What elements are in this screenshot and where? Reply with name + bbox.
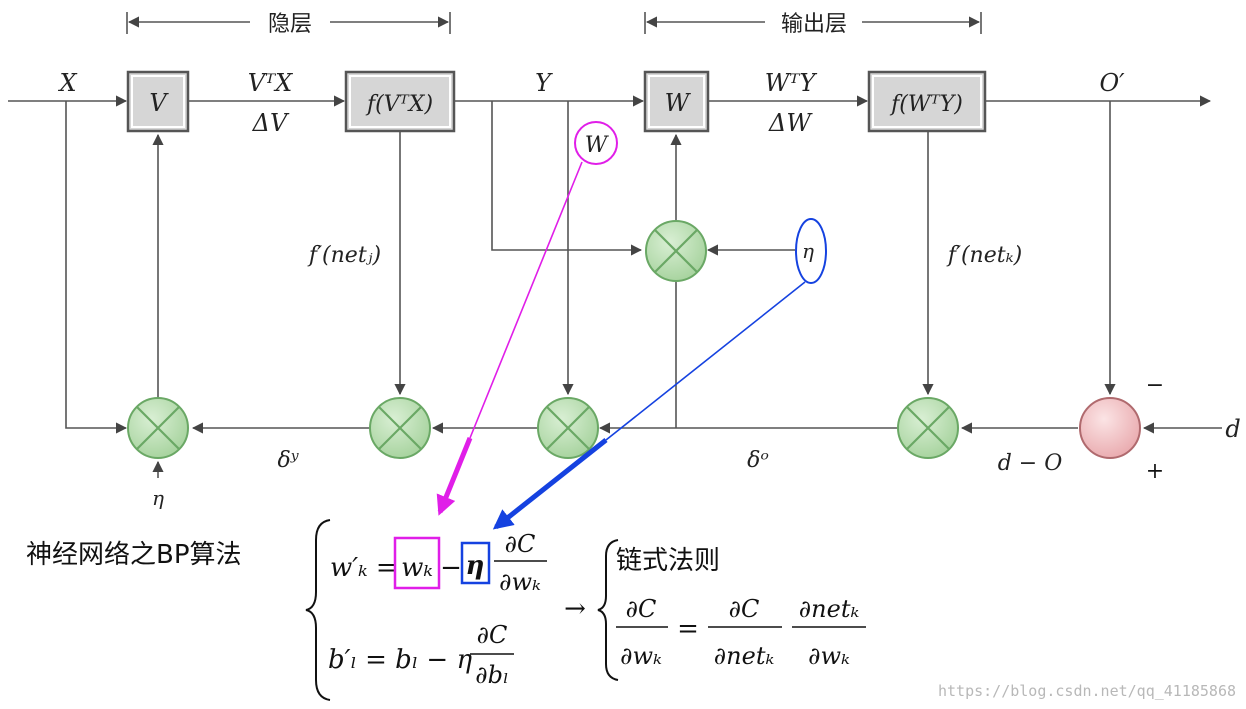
signal-eta-bottom: η xyxy=(152,486,164,510)
eta-highlight-box xyxy=(460,541,491,585)
signal-delta-o: δᵒ xyxy=(747,448,769,473)
chain-brace xyxy=(597,539,619,681)
formula-dbl: ∂bₗ xyxy=(475,661,509,689)
hidden-layer-bracket: 隐层 xyxy=(126,12,451,37)
left-brace xyxy=(305,519,331,701)
multiplier-2 xyxy=(369,397,431,459)
feedback-path xyxy=(65,101,1222,478)
derivative-output: f′(netₖ) xyxy=(946,243,1022,268)
formula-title: 神经网络之BP算法 xyxy=(26,540,242,570)
formula-minus: − xyxy=(440,553,462,583)
blue-pointer-arrow xyxy=(492,281,806,530)
block-f-wty-label: f(WᵀY) xyxy=(889,92,963,117)
multiplier-3 xyxy=(537,397,599,459)
annotation-eta: η xyxy=(795,218,827,284)
sum-plus-sign: + xyxy=(1146,459,1164,484)
block-f-vtx: f(VᵀX) xyxy=(344,70,456,133)
block-v-label: V xyxy=(149,89,169,117)
signal-delta-v: ΔV xyxy=(252,109,290,137)
chain-dnet-num: ∂netₖ xyxy=(799,595,860,623)
formula-eta: η xyxy=(466,551,485,581)
multiplier-1 xyxy=(127,397,189,459)
formula-w-k: wₖ xyxy=(401,553,433,583)
output-layer-bracket: 输出层 xyxy=(644,12,982,37)
chain-rule-title: 链式法则 xyxy=(616,546,720,576)
block-v: V xyxy=(126,70,190,133)
sum-minus-sign: − xyxy=(1146,373,1164,398)
chain-dnet-denom: ∂netₖ xyxy=(714,642,775,670)
chain-dwk-rhs: ∂wₖ xyxy=(808,642,850,670)
block-f-vtx-label: f(VᵀX) xyxy=(365,92,433,117)
block-f-wty: f(WᵀY) xyxy=(867,70,987,133)
formula-w-lhs: w′ₖ = xyxy=(330,553,398,583)
signal-wty: WᵀY xyxy=(765,69,818,97)
multiplier-upper xyxy=(645,220,707,282)
derivative-hidden: f′(netⱼ) xyxy=(307,243,381,268)
chain-dC-lhs: ∂C xyxy=(626,595,657,623)
signal-d: d xyxy=(1225,415,1240,443)
w-k-highlight-box xyxy=(393,536,441,590)
chain-dwk-lhs: ∂wₖ xyxy=(620,642,662,670)
watermark: https://blog.csdn.net/qq_41185868 xyxy=(938,682,1236,700)
annotation-eta-label: η xyxy=(802,239,814,263)
block-w: W xyxy=(643,70,710,133)
output-layer-label: 输出层 xyxy=(781,12,847,37)
signal-d-minus-o: d − O xyxy=(998,451,1063,476)
hidden-layer-label: 隐层 xyxy=(268,12,312,37)
chain-dC-rhs: ∂C xyxy=(729,595,760,623)
signal-x: X xyxy=(57,69,77,97)
signal-y: Y xyxy=(535,69,553,97)
formula-dwk-1: ∂wₖ xyxy=(499,568,541,596)
formula-arrow: → xyxy=(564,594,586,624)
signal-delta-y: δʸ xyxy=(277,448,298,473)
signal-delta-w: ΔW xyxy=(768,109,813,137)
formula-b-lhs: b′ₗ = bₗ − η xyxy=(328,645,472,675)
magenta-pointer-arrow xyxy=(436,161,583,516)
annotation-w-label: W xyxy=(585,133,610,158)
annotation-w: W xyxy=(574,121,618,165)
formula-dC-2: ∂C xyxy=(477,621,508,649)
signal-o-prime: O′ xyxy=(1099,69,1125,97)
chain-equals: = xyxy=(677,614,699,644)
summing-node xyxy=(1079,397,1141,459)
formula-dC-1: ∂C xyxy=(505,530,536,558)
multiplier-4 xyxy=(897,397,959,459)
block-w-label: W xyxy=(665,89,692,117)
signal-vtx: VᵀX xyxy=(248,69,293,97)
